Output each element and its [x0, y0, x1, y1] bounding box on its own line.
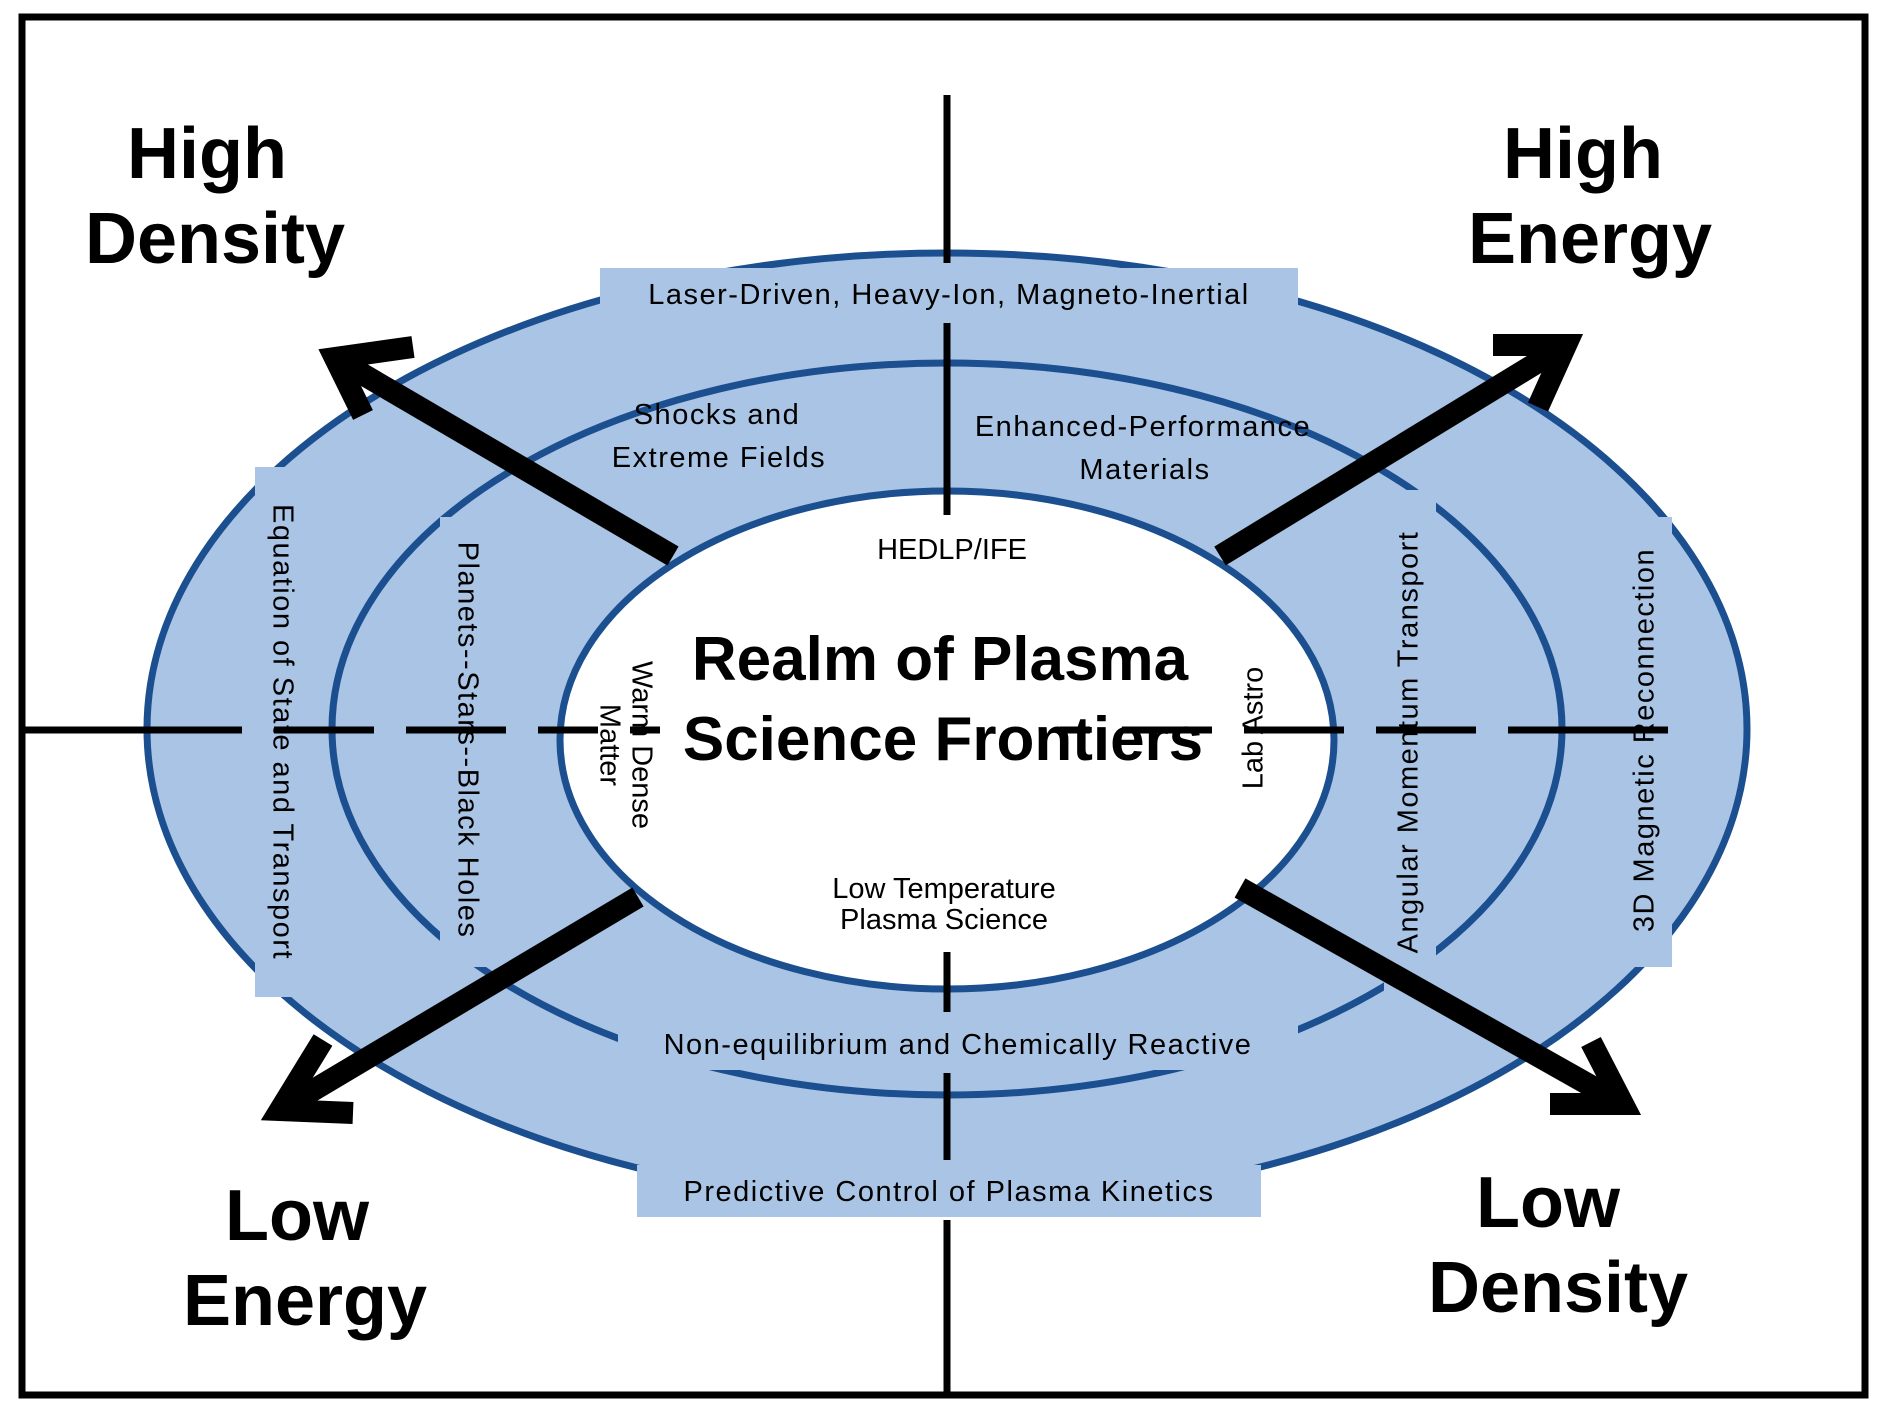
- corner-bottom-right-line2: Density: [1428, 1248, 1688, 1328]
- arrow-high-density: [329, 348, 679, 566]
- arrowhead-high-energy: [1493, 334, 1584, 412]
- corner-top-left-line1: High: [127, 114, 287, 194]
- corner-bottom-left-line1: Low: [225, 1176, 370, 1256]
- cross-axes: [22, 95, 1865, 1395]
- middle-ring-top-right-line2: Materials: [1079, 454, 1210, 486]
- inner-right-label: Lab Astro: [1238, 667, 1270, 790]
- outer-ring-top-label: Laser-Driven, Heavy-Ion, Magneto-Inertia…: [648, 279, 1249, 311]
- corner-bottom-left-line2: Energy: [183, 1261, 427, 1341]
- corner-top-right-line2: Energy: [1468, 199, 1712, 279]
- arrow-low-density: [1234, 878, 1629, 1114]
- outer-ring-left-label: Equation of State and Transport: [266, 504, 298, 960]
- arrows: [260, 334, 1642, 1124]
- inner-bottom-line2: Plasma Science: [840, 904, 1048, 936]
- middle-ring-top-left-line1: Shocks and: [634, 399, 801, 431]
- corner-top-left-line2: Density: [85, 199, 345, 279]
- arrowhead-high-density: [318, 336, 415, 420]
- outer-ring-right-label: 3D Magnetic Reconnection: [1629, 548, 1661, 932]
- arrow-low-energy: [274, 887, 644, 1120]
- diagram-title-line1: Realm of Plasma: [692, 625, 1189, 694]
- diagram-title-line2: Science Frontiers: [683, 705, 1203, 774]
- inner-left-line1: Warm Dense: [625, 661, 657, 829]
- arrow-high-energy: [1214, 335, 1572, 566]
- arrowhead-low-density: [1550, 1036, 1642, 1115]
- middle-ring-top-left-line2: Extreme Fields: [612, 442, 826, 474]
- arrowhead-low-energy: [260, 1034, 354, 1124]
- middle-ring-top-right-line1: Enhanced-Performance: [975, 411, 1311, 443]
- corner-top-right-line1: High: [1503, 114, 1663, 194]
- inner-left-line2: Matter: [593, 704, 625, 787]
- middle-ring-left-label: Planets--Stars--Black Holes: [451, 542, 483, 939]
- middle-ring-right-label: Angular Momentum Transport: [1393, 531, 1425, 954]
- outer-ring-bottom-label: Predictive Control of Plasma Kinetics: [684, 1176, 1215, 1208]
- corner-bottom-right-line1: Low: [1476, 1163, 1621, 1243]
- inner-top-label: HEDLP/IFE: [877, 534, 1027, 566]
- inner-bottom-line1: Low Temperature: [832, 873, 1056, 905]
- middle-ring-bottom-label: Non-equilibrium and Chemically Reactive: [664, 1029, 1253, 1061]
- label-gaps: [255, 268, 1672, 1217]
